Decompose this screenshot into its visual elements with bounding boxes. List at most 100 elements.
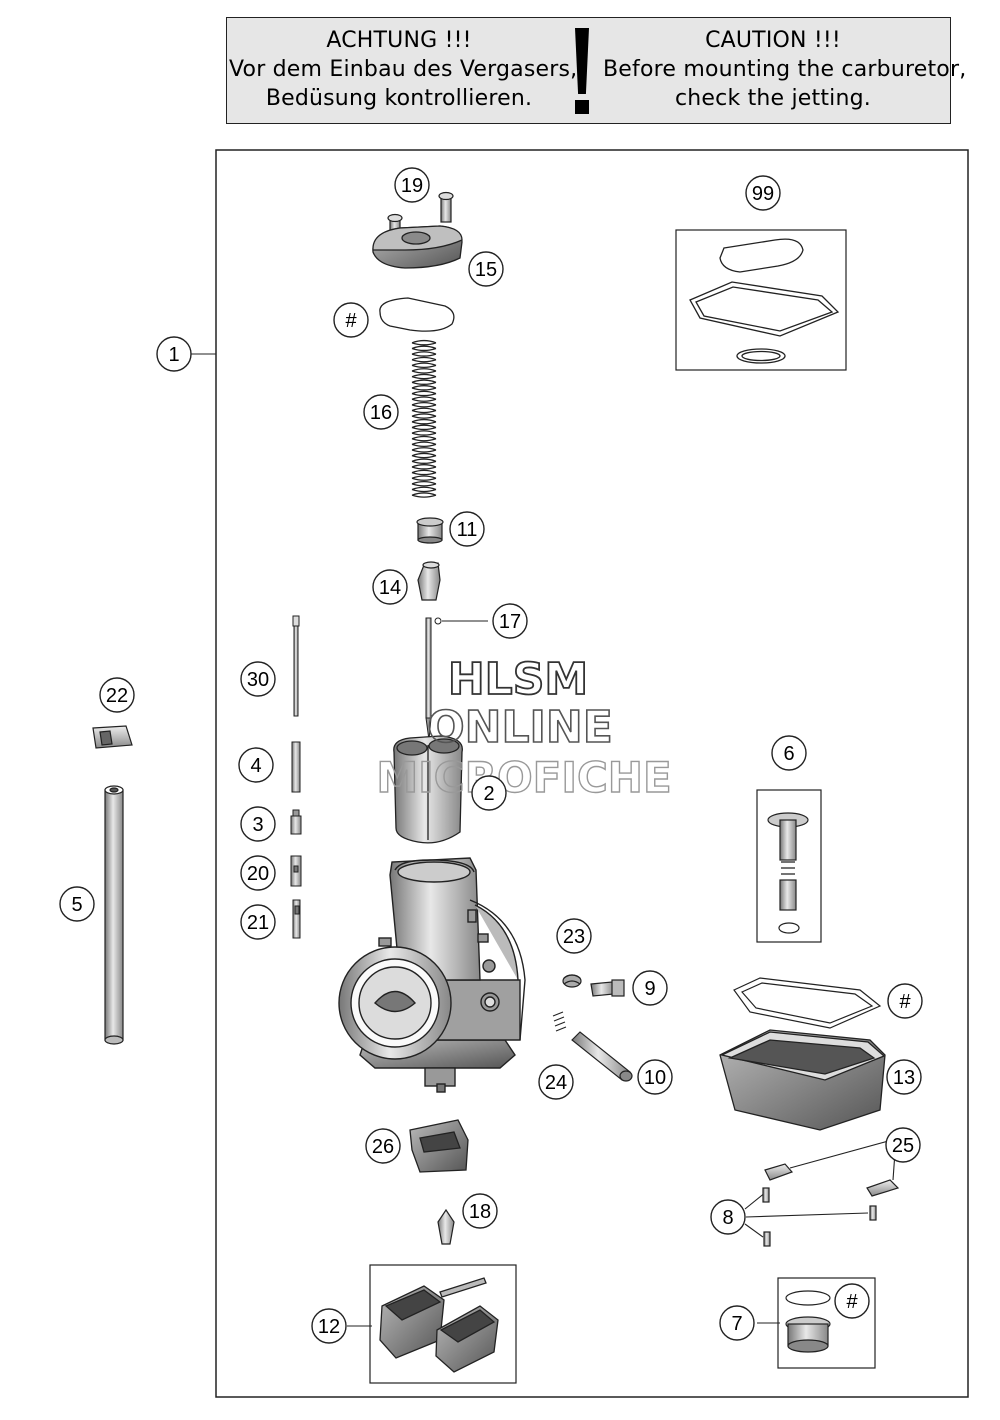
callout-99-text: 99 <box>752 183 774 205</box>
jet-needle <box>425 617 442 741</box>
callout-26: 26 <box>365 1128 401 1164</box>
callout-3-text: 3 <box>252 814 263 836</box>
callout-13-text: 13 <box>893 1067 915 1089</box>
watermark-line3: MICROFICHE <box>376 753 671 802</box>
callout-23: 23 <box>556 918 592 954</box>
callout-11-text: 11 <box>457 519 478 541</box>
callout-10: 10 <box>637 1059 673 1095</box>
callout-6: 6 <box>771 735 807 771</box>
carburetor-body <box>338 857 526 1093</box>
spring-coils <box>411 339 437 498</box>
drain-plug <box>785 1290 831 1353</box>
callout-22: 22 <box>99 677 135 713</box>
warning-english: CAUTION !!! Before mounting the carburet… <box>603 26 967 113</box>
slide-spring <box>411 339 437 498</box>
callout-hash-3-text: # <box>846 1291 858 1313</box>
callout-1: 1 <box>156 336 192 372</box>
callout-hash-1-text: # <box>345 310 357 332</box>
callout-12-text: 12 <box>318 1316 340 1338</box>
callout-9: 9 <box>632 970 668 1006</box>
throttle-screw-spring <box>552 1011 567 1032</box>
warning-de-line1: Vor dem Einbau des Vergasers, <box>229 57 578 82</box>
callout-22-text: 22 <box>106 685 128 707</box>
cap-gasket <box>379 297 455 332</box>
needle-clip-holder <box>417 561 441 601</box>
callout-15-text: 15 <box>475 259 497 281</box>
callout-17-text: 17 <box>499 611 521 633</box>
callout-19: 19 <box>394 167 430 203</box>
gasket-kit-parts <box>689 238 840 364</box>
callout-9-text: 9 <box>644 978 655 1000</box>
callout-4: 4 <box>238 747 274 783</box>
callout-16: 16 <box>363 394 399 430</box>
callout-1-text: 1 <box>168 344 179 366</box>
needle-jet <box>292 615 300 717</box>
leader-lines <box>191 353 896 1327</box>
callout-2-text: 2 <box>483 783 494 805</box>
callout-2: 2 <box>471 775 507 811</box>
bowl-gasket <box>733 977 882 1029</box>
callout-hash-3: # <box>834 1283 870 1319</box>
callout-24-text: 24 <box>545 1072 567 1094</box>
idle-screw <box>590 979 625 997</box>
warning-german: ACHTUNG !!! Vor dem Einbau des Vergasers… <box>229 26 578 113</box>
callout-hash-2-text: # <box>899 991 911 1013</box>
throttle-stop-screw <box>571 1031 633 1082</box>
callout-20-text: 20 <box>247 863 269 885</box>
callout-14-text: 14 <box>379 577 401 599</box>
callout-21-text: 21 <box>247 912 269 934</box>
float-chamber-insert <box>409 1119 469 1173</box>
vent-hose <box>104 785 124 1045</box>
callout-16-text: 16 <box>370 402 392 424</box>
callout-25: 25 <box>885 1127 921 1163</box>
watermark: HLSM ONLINE MICROFICHE <box>376 653 673 803</box>
float-box <box>369 1264 517 1384</box>
callout-12: 12 <box>311 1308 347 1344</box>
callout-19-text: 19 <box>401 175 423 197</box>
callout-30-text: 30 <box>247 669 269 691</box>
top-cap <box>372 225 463 269</box>
callout-5-text: 5 <box>71 894 82 916</box>
gasket-kit-box <box>675 229 847 371</box>
choke-box <box>756 789 822 943</box>
callout-14: 14 <box>372 569 408 605</box>
hose-clip <box>92 725 133 749</box>
callout-7: 7 <box>719 1305 755 1341</box>
callout-17: 17 <box>492 603 528 639</box>
throttle-slide <box>393 735 463 844</box>
callout-24: 24 <box>538 1064 574 1100</box>
warning-box: ACHTUNG !!! Vor dem Einbau des Vergasers… <box>226 17 967 124</box>
callout-21: 21 <box>240 904 276 940</box>
callout-8: 8 <box>710 1199 746 1235</box>
callout-26-text: 26 <box>372 1136 394 1158</box>
callout-99: 99 <box>745 175 781 211</box>
callout-labels: 19 15 # 99 1 16 11 14 17 30 22 4 2 6 3 2… <box>59 167 923 1344</box>
warning-de-line2: Bedüsung kontrollieren. <box>265 86 533 111</box>
idle-screw-spring <box>562 974 582 988</box>
jet-set <box>290 741 302 939</box>
needle-holder <box>416 517 444 544</box>
float-assembly <box>379 1277 499 1373</box>
callout-4-text: 4 <box>250 755 261 777</box>
warning-en-title: CAUTION !!! <box>705 28 841 53</box>
callout-13: 13 <box>886 1059 922 1095</box>
warning-en-line2: check the jetting. <box>674 86 871 111</box>
warning-en-line1: Before mounting the carburetor, <box>603 57 967 82</box>
watermark-line1: HLSM <box>448 654 588 705</box>
callout-3: 3 <box>240 806 276 842</box>
watermark-line2: ONLINE <box>427 702 613 753</box>
callout-30: 30 <box>240 661 276 697</box>
callout-10-text: 10 <box>644 1067 666 1089</box>
exclamation-icon <box>572 28 594 118</box>
callout-5: 5 <box>59 886 95 922</box>
callout-18: 18 <box>462 1193 498 1229</box>
callout-11: 11 <box>449 511 485 547</box>
callout-6-text: 6 <box>783 743 794 765</box>
choke-plunger <box>767 812 809 934</box>
callout-23-text: 23 <box>563 926 585 948</box>
callout-8-text: 8 <box>722 1207 733 1229</box>
callout-7-text: 7 <box>731 1313 742 1335</box>
callout-25-text: 25 <box>892 1135 914 1157</box>
warning-de-title: ACHTUNG !!! <box>326 28 472 53</box>
